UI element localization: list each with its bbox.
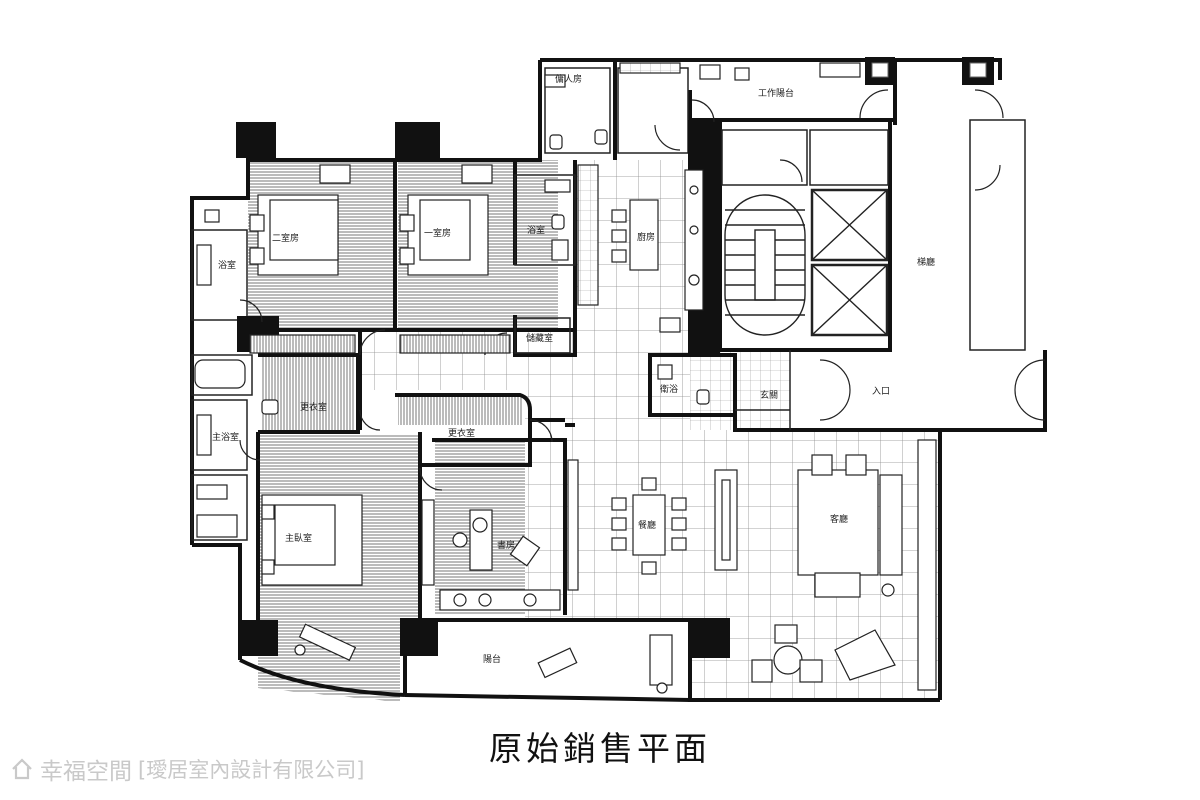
watermark: 幸福空間 [璦居室內設計有限公司] — [10, 752, 364, 786]
label-balcony: 陽台 — [483, 653, 501, 665]
thin-walls — [191, 67, 1026, 541]
stair-core — [724, 188, 889, 337]
bedroom-balcony-floor — [258, 620, 400, 702]
house-logo-icon — [12, 758, 32, 780]
label-study: 書房 — [497, 539, 515, 551]
label-maid-room: 傭人房 — [555, 73, 582, 85]
label-first-bedroom: 一室房 — [424, 227, 451, 239]
furniture — [194, 62, 937, 694]
label-bath-mid: 浴室 — [527, 224, 545, 236]
label-closet-a: 更衣室 — [300, 401, 327, 413]
elevator-1 — [810, 188, 889, 262]
sofa-set — [797, 469, 879, 576]
label-pantry: 儲藏室 — [526, 332, 553, 344]
label-corridor: 梯廳 — [917, 256, 935, 268]
kitchen-island — [629, 199, 659, 271]
label-second-bedroom: 二室房 — [272, 232, 299, 244]
closet-b-floor — [398, 395, 522, 425]
label-foyer: 玄關 — [760, 389, 778, 401]
watermark-brand: 幸福空間 — [40, 759, 132, 785]
dining-table — [632, 494, 666, 556]
label-living: 客廳 — [830, 513, 848, 525]
label-powder-room: 衛浴 — [660, 383, 678, 395]
label-master-bedroom: 主臥室 — [285, 532, 312, 544]
label-master-bath: 主浴室 — [212, 431, 239, 443]
room-labels: 傭人房 工作陽台 二室房 一室房 浴室 浴室 廚房 主浴室 更衣室 更衣室 儲藏… — [212, 73, 935, 665]
watermark-credit: [璦居室內設計有限公司] — [138, 758, 365, 782]
closet-a-floor — [262, 355, 354, 430]
label-closet-b: 更衣室 — [448, 427, 475, 439]
plan-caption: 原始銷售平面 — [489, 729, 711, 768]
label-service-balcony: 工作陽台 — [758, 87, 794, 99]
label-kitchen: 廚房 — [637, 231, 655, 243]
label-dining: 餐廳 — [638, 519, 656, 531]
label-entrance: 入口 — [872, 386, 890, 397]
column-insets — [871, 62, 987, 78]
label-bath-left: 浴室 — [218, 259, 236, 271]
elevator-2 — [810, 263, 889, 337]
